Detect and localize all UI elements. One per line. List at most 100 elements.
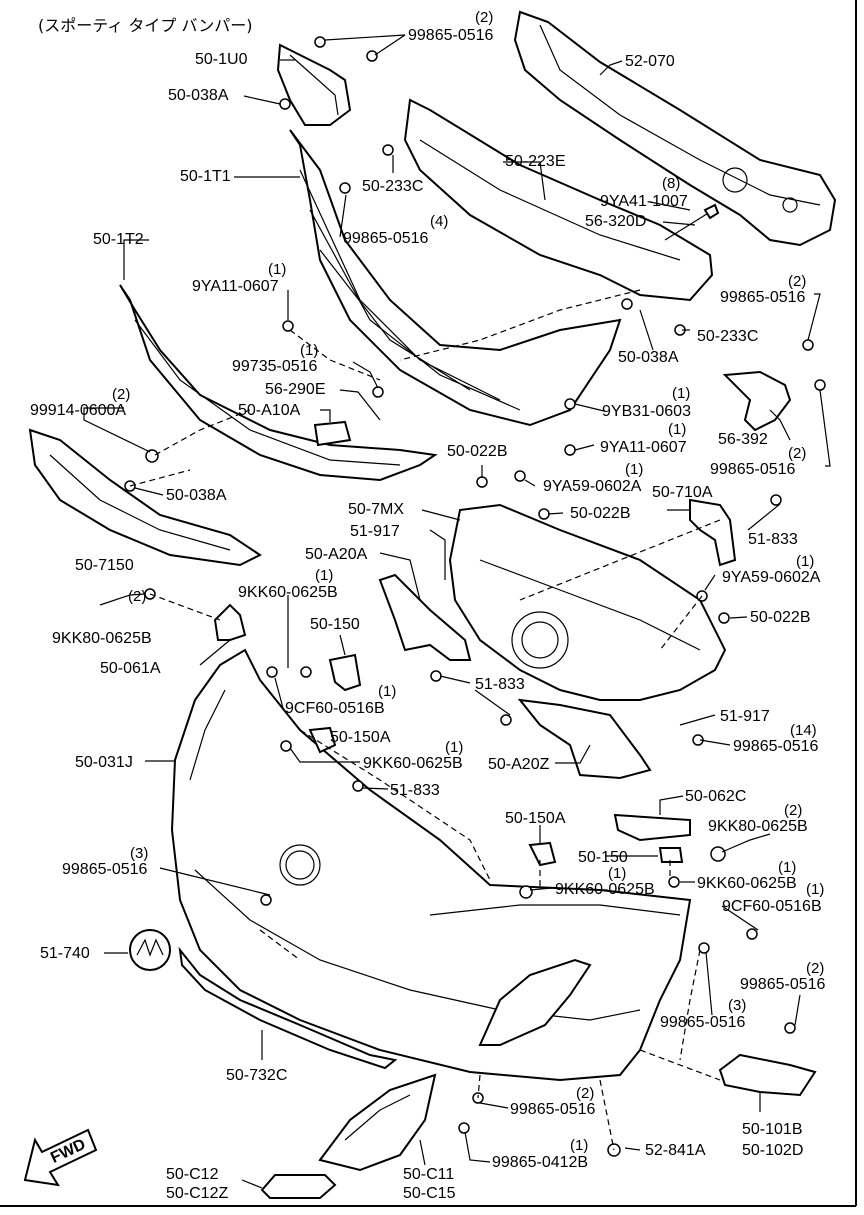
part-label[interactable]: 50-022B (447, 443, 508, 460)
part-label[interactable]: 51-917 (720, 708, 770, 725)
part-label[interactable]: 99865-0516 (740, 976, 826, 993)
part-label[interactable]: 51-833 (390, 782, 440, 799)
reinforcement-beam-part[interactable] (513, 10, 837, 247)
cover-50-c12-part[interactable] (260, 1174, 337, 1199)
screw[interactable] (279, 98, 291, 110)
part-label[interactable]: 50-1T2 (93, 231, 144, 248)
fog-bezel-50-c11-part[interactable] (318, 1073, 437, 1172)
part-label[interactable]: 9CF60-0516B (722, 898, 822, 915)
part-label[interactable]: 56-320D (585, 213, 646, 230)
small-bracket-50-061a-part[interactable] (213, 603, 247, 641)
upper-cover-part[interactable] (403, 98, 714, 302)
part-label[interactable]: 50-A20Z (488, 756, 550, 773)
emblem-51-740-part[interactable] (129, 929, 171, 971)
part-label[interactable]: 99914-0600A (30, 402, 126, 419)
screw[interactable] (564, 398, 576, 410)
screw[interactable] (500, 714, 512, 726)
part-label[interactable]: 50-223E (505, 153, 566, 170)
part-label[interactable]: 50-7150 (75, 557, 134, 574)
part-label[interactable]: 50-150 (578, 849, 628, 866)
part-label[interactable]: 50-7MX (348, 501, 404, 518)
part-label[interactable]: 50-C11 (403, 1166, 454, 1183)
screw[interactable] (538, 508, 550, 520)
part-label[interactable]: 50-061A (100, 660, 161, 677)
screw[interactable] (564, 444, 576, 456)
part-label[interactable]: 99865-0516 (710, 461, 796, 478)
part-label[interactable]: 9KK60-0625B (555, 881, 655, 898)
screw[interactable] (514, 470, 526, 482)
center-frame-part[interactable] (448, 503, 727, 701)
part-label[interactable]: 50-233C (362, 178, 423, 195)
part-label[interactable]: 51-740 (40, 945, 90, 962)
left-lower-bracket-part[interactable] (28, 428, 262, 567)
screw[interactable] (366, 50, 378, 62)
screw[interactable] (668, 876, 680, 888)
strip-50-062c-part[interactable] (613, 813, 691, 842)
plate-50-710a-part[interactable] (689, 498, 737, 567)
screw[interactable] (710, 846, 726, 862)
part-label[interactable]: 50-233C (697, 328, 758, 345)
part-label[interactable]: 9KK80-0625B (708, 818, 808, 835)
front-bumper-fascia-part[interactable] (170, 648, 692, 1082)
screw[interactable] (519, 885, 533, 899)
part-label[interactable]: 50-062C (685, 788, 746, 805)
part-label[interactable]: 50-C15 (403, 1185, 456, 1202)
part-label[interactable]: 51-833 (475, 676, 525, 693)
part-label[interactable]: 56-290E (265, 381, 326, 398)
screw[interactable] (352, 780, 364, 792)
part-label[interactable]: 9YA59-0602A (722, 569, 821, 586)
part-label[interactable]: 99865-0516 (510, 1101, 596, 1118)
part-label[interactable]: 50-1U0 (195, 51, 248, 68)
screw[interactable] (280, 740, 292, 752)
part-label[interactable]: 9YA59-0602A (543, 478, 642, 495)
clip-50-150a-upper-part[interactable] (308, 726, 337, 754)
clip-50-150-upper-part[interactable] (328, 653, 362, 692)
part-label[interactable]: 52-841A (645, 1142, 706, 1159)
part-label[interactable]: 99865-0516 (343, 230, 429, 247)
part-label[interactable]: 9YB31-0603 (602, 403, 691, 420)
part-label[interactable]: 9KK60-0625B (697, 875, 797, 892)
part-label[interactable]: 9KK60-0625B (238, 584, 338, 601)
screw[interactable] (621, 298, 633, 310)
part-label[interactable]: 50-710A (652, 484, 713, 501)
clip-50-150-lower-part[interactable] (658, 847, 684, 863)
part-label[interactable]: 50-150A (330, 729, 391, 746)
screw[interactable] (746, 928, 758, 940)
screw[interactable] (282, 320, 294, 332)
reflector-50-101b-part[interactable] (718, 1053, 817, 1097)
screw[interactable] (430, 670, 442, 682)
lower-lip-50-732c-part[interactable] (178, 946, 398, 1070)
part-label[interactable]: 99865-0516 (408, 27, 494, 44)
side-bracket-a20a-part[interactable] (378, 573, 472, 661)
screw[interactable] (458, 1122, 470, 1134)
screw[interactable] (770, 494, 782, 506)
part-label[interactable]: 99865-0516 (720, 289, 806, 306)
small-bracket-56-392-part[interactable] (722, 370, 792, 432)
screw[interactable] (372, 386, 384, 398)
part-label[interactable]: 9YA41-1007 (600, 193, 688, 210)
part-label[interactable]: 50-038A (618, 349, 679, 366)
part-label[interactable]: 50-150 (310, 616, 360, 633)
part-label[interactable]: 50-038A (166, 487, 227, 504)
screw[interactable] (314, 36, 326, 48)
part-label[interactable]: 99865-0516 (660, 1014, 746, 1031)
screw[interactable] (802, 339, 814, 351)
screw[interactable] (266, 666, 278, 678)
part-50-a10a[interactable] (313, 420, 352, 447)
part-label[interactable]: 50-C12 (166, 1166, 219, 1183)
part-label[interactable]: 99865-0412B (492, 1154, 588, 1171)
part-label[interactable]: 9YA11-0607 (600, 439, 687, 456)
part-label[interactable]: 99865-0516 (62, 861, 148, 878)
part-label[interactable]: 50-1T1 (180, 168, 231, 185)
part-label[interactable]: 50-A20A (305, 546, 368, 563)
part-label[interactable]: 51-917 (350, 523, 400, 540)
screw[interactable] (784, 1022, 796, 1034)
part-label[interactable]: 9KK60-0625B (363, 755, 463, 772)
part-label[interactable]: 51-833 (748, 531, 798, 548)
screw[interactable] (476, 476, 488, 488)
clip-50-150a-lower-part[interactable] (528, 841, 557, 867)
part-label[interactable]: 50-102D (742, 1142, 803, 1159)
part-label[interactable]: 9KK80-0625B (52, 630, 152, 647)
part-label[interactable]: 50-022B (750, 609, 811, 626)
part-label[interactable]: 50-150A (505, 810, 566, 827)
